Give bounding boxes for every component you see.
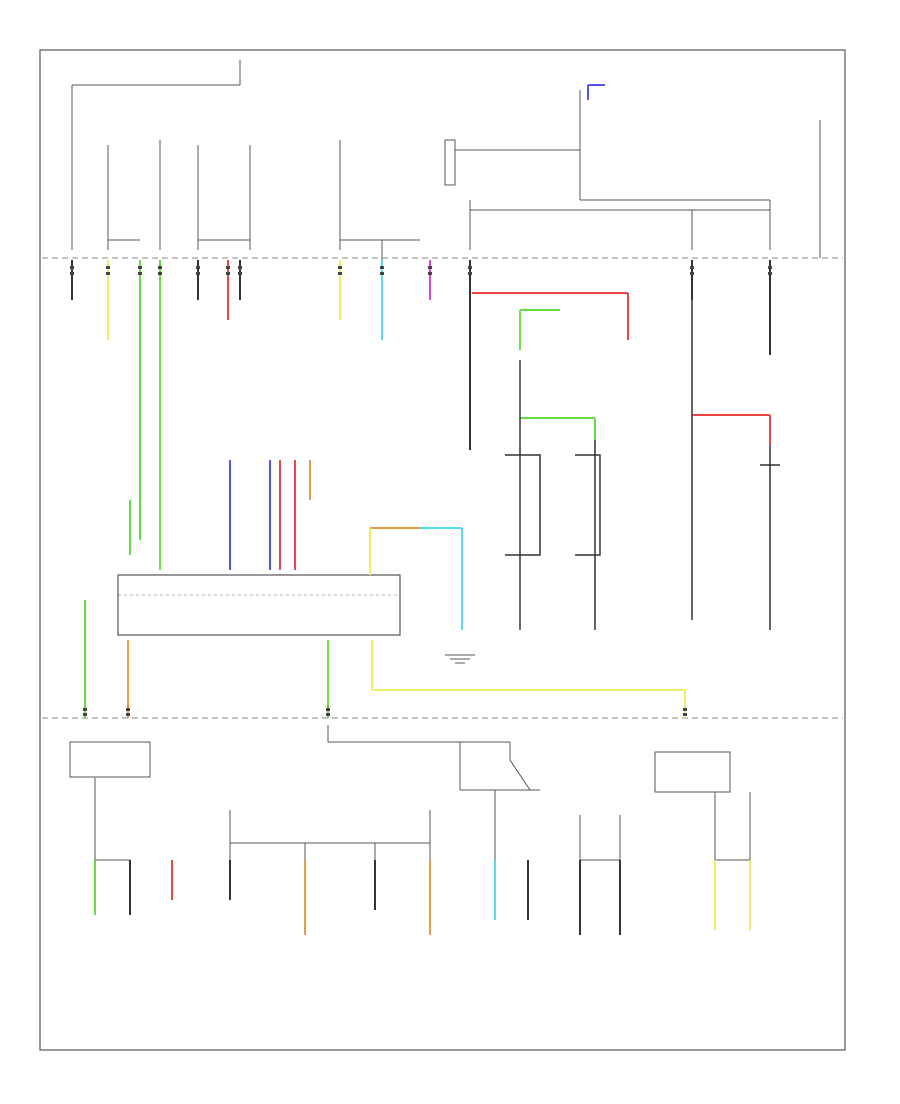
connector-pin	[238, 266, 242, 269]
connector-pin	[83, 708, 87, 711]
connector-pin	[226, 272, 230, 275]
connector-pin	[768, 272, 772, 275]
connector-ticks	[70, 266, 772, 716]
wire-yellow-long	[371, 640, 686, 718]
connector-pin	[326, 713, 330, 716]
connector-pin	[683, 708, 687, 711]
connector-pin	[380, 266, 384, 269]
connector-pin	[158, 266, 162, 269]
connector-pin	[690, 266, 694, 269]
connector-pin	[326, 708, 330, 711]
wire-green-branch	[519, 309, 596, 440]
connector-pin	[83, 713, 87, 716]
lower-bus	[69, 725, 751, 861]
module-wires	[129, 460, 311, 570]
connector-pin	[70, 266, 74, 269]
wire-red-upper	[472, 292, 629, 340]
connector-pin	[768, 266, 772, 269]
connector-pin	[138, 272, 142, 275]
upper-wires	[71, 260, 771, 570]
connector-pin	[106, 266, 110, 269]
connector-pin	[226, 266, 230, 269]
connector-pin	[338, 266, 342, 269]
connector-pin	[126, 713, 130, 716]
connector-pin	[683, 713, 687, 716]
connector-pin	[428, 272, 432, 275]
body-control-module	[117, 574, 401, 636]
connector-pin	[468, 266, 472, 269]
connector-pin	[158, 272, 162, 275]
connector-pin	[380, 272, 384, 275]
wire-green-lower	[84, 600, 329, 718]
top-bus	[71, 60, 821, 260]
connector-pin	[468, 272, 472, 275]
connector-pin	[690, 272, 694, 275]
wire-orange-cyan	[369, 527, 463, 630]
lower-wires	[94, 860, 751, 935]
connector-pin	[428, 266, 432, 269]
diagram-frame	[39, 49, 846, 1051]
connector-pin	[196, 272, 200, 275]
connector-pin	[126, 708, 130, 711]
connector-pin	[70, 272, 74, 275]
connector-pin	[138, 266, 142, 269]
connector-pin	[338, 272, 342, 275]
ground-symbol-icon	[445, 654, 475, 664]
wire-red-right	[692, 414, 771, 445]
connector-pin	[196, 266, 200, 269]
connector-pin	[106, 272, 110, 275]
connector-pin	[238, 272, 242, 275]
mid-wires	[505, 300, 780, 630]
